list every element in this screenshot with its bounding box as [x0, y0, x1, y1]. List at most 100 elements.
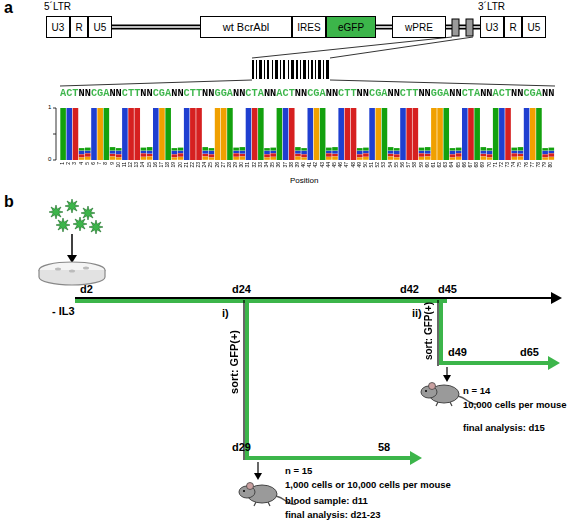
logo-letter-block — [159, 108, 165, 160]
logo-letter-block — [85, 148, 91, 151]
day-label: d42 — [400, 284, 419, 295]
logo-letter-block — [147, 156, 153, 159]
logo-letter-block — [165, 108, 171, 160]
logo-letter-block — [481, 154, 487, 156]
arrow-head — [443, 375, 451, 382]
logo-letter-block — [110, 147, 116, 150]
position-number: 4 — [79, 162, 84, 165]
node-text: eGFP — [338, 22, 364, 33]
position-number: 77 — [530, 162, 535, 168]
backbone-inner — [112, 26, 200, 28]
logo-letter-block — [240, 154, 246, 156]
axis-tick-mark — [53, 108, 56, 109]
logo-letter-block — [202, 156, 208, 159]
logo-letter-block — [511, 148, 517, 151]
logo-letter-block — [178, 148, 184, 151]
axis-title: Position — [290, 177, 318, 185]
logo-letter-block — [406, 108, 412, 160]
logo-letter-block — [209, 157, 215, 159]
logo-letter-block — [518, 151, 524, 154]
logo-letter-block — [400, 108, 406, 160]
condition-label: - IL3 — [52, 306, 75, 317]
sort-label: sort: GFP(+) — [424, 302, 434, 360]
ltr-region: R — [70, 16, 88, 38]
position-number: 42 — [313, 162, 318, 168]
position-number: 74 — [511, 162, 516, 168]
position-number: 10 — [116, 162, 121, 168]
logo-letter-block — [511, 153, 517, 156]
logo-letter-block — [382, 108, 388, 160]
reporter-box: eGFP — [326, 16, 376, 38]
position-number: 12 — [128, 162, 133, 168]
position-number: 15 — [147, 162, 152, 168]
logo-letter-block — [388, 147, 394, 150]
zoom-line — [60, 80, 252, 86]
position-number: 49 — [357, 162, 362, 168]
logo-letter-block — [153, 108, 159, 160]
logo-letter-block — [295, 147, 301, 150]
cell-star — [73, 217, 87, 231]
ltr-label: 3´LTR — [478, 2, 505, 12]
position-number: 22 — [190, 162, 195, 168]
logo-letter-block — [332, 147, 338, 150]
logo-letter-block — [270, 151, 276, 153]
position-number: 45 — [332, 162, 337, 168]
panel-letter: b — [4, 194, 14, 210]
panel-letter: a — [4, 0, 13, 16]
logo-letter-block — [110, 154, 116, 156]
position-number: 6 — [91, 162, 96, 165]
logo-letter-block — [233, 151, 239, 153]
position-number: 37 — [283, 162, 288, 168]
logo-letter-block — [332, 151, 338, 154]
logo-letter-block — [542, 148, 548, 150]
logo-letter-block — [462, 108, 468, 160]
cohort-note: final analysis: d21-23 — [285, 510, 381, 520]
logo-letter-block — [116, 148, 122, 150]
logo-letter-block — [357, 157, 363, 159]
position-number: 18 — [165, 162, 170, 168]
logo-letter-block — [542, 154, 548, 157]
position-number: 5 — [85, 162, 90, 165]
position-number: 67 — [468, 162, 473, 168]
logo-letter-block — [295, 151, 301, 154]
node-text: U3 — [486, 22, 499, 33]
logo-letter-block — [363, 151, 369, 153]
position-number: 11 — [122, 162, 127, 167]
logo-letter-block — [227, 108, 233, 160]
logo-letter-block — [60, 108, 66, 160]
position-number: 24 — [202, 162, 207, 168]
position-number: 14 — [140, 162, 145, 168]
position-number: 61 — [431, 162, 436, 168]
branch-line — [439, 302, 443, 363]
logo-letter-block — [481, 147, 487, 150]
logo-letter-block — [221, 108, 227, 160]
branch-line — [437, 300, 438, 366]
node-text: R — [509, 22, 516, 33]
position-number: 72 — [499, 162, 504, 168]
position-number: 13 — [134, 162, 139, 168]
position-number: 44 — [326, 162, 331, 168]
day-label: d65 — [520, 347, 539, 358]
logo-letter-block — [481, 151, 487, 154]
branch-line — [245, 302, 249, 458]
position-number: 76 — [524, 162, 529, 168]
logo-letter-block — [215, 108, 221, 160]
position-number: 29 — [233, 162, 238, 168]
position-number: 56 — [400, 162, 405, 168]
backbone-connector — [446, 25, 480, 30]
logo-letter-block — [270, 148, 276, 151]
logo-letter-block — [474, 108, 480, 160]
position-number: 58 — [412, 162, 417, 168]
ires-box: IRES — [292, 16, 326, 38]
logo-letter-block — [209, 151, 215, 154]
position-number: 48 — [351, 162, 356, 168]
position-number: 3 — [72, 162, 77, 165]
dish-cell — [69, 270, 75, 273]
day-label: d49 — [448, 347, 467, 358]
logo-letter-block — [363, 153, 369, 156]
position-number: 70 — [487, 162, 492, 168]
logo-letter-block — [511, 157, 517, 160]
logo-letter-block — [79, 154, 85, 157]
backbone-connector — [376, 25, 392, 30]
